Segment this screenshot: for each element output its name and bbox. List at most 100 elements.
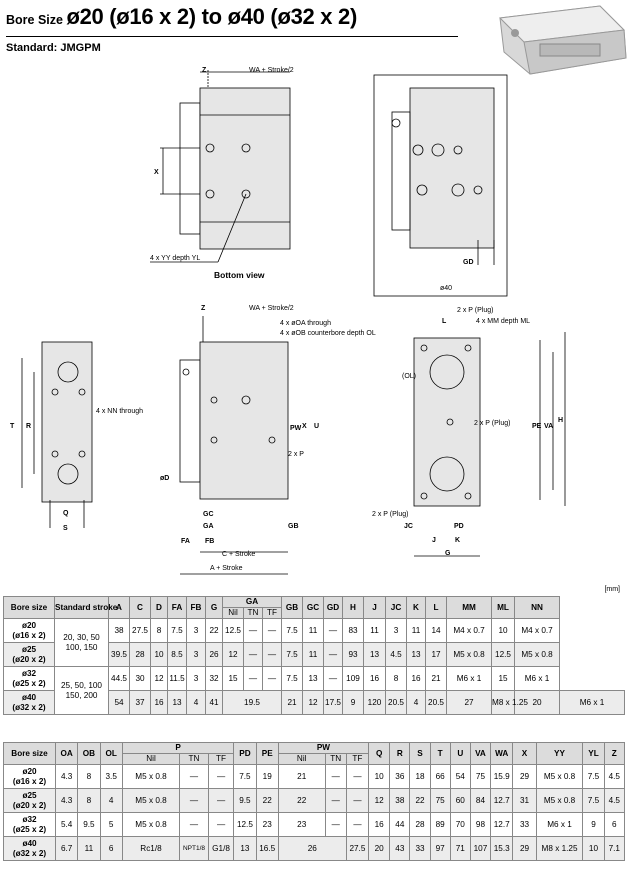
- table-cell: M8 x 1.25: [491, 690, 528, 715]
- dim-d: øD: [160, 475, 169, 482]
- column-subheader: TN: [179, 753, 209, 765]
- table-cell: 9: [582, 812, 605, 837]
- table-cell: —: [345, 788, 370, 813]
- standard-label: Standard: JMGPM: [6, 42, 101, 54]
- table-cell: 83: [342, 618, 365, 643]
- dim-c: C + Stroke: [222, 551, 255, 558]
- dim-r: R: [26, 423, 31, 430]
- table-cell: 30: [129, 666, 151, 691]
- table-cell: 4.3: [54, 788, 79, 813]
- table-cell: —: [324, 812, 347, 837]
- table-cell: 9.5: [77, 812, 101, 837]
- table-cell: 7.5: [233, 764, 257, 789]
- plug-callout-mid: 2 x P (Plug): [474, 420, 510, 427]
- bore-size-cell: ø32(ø25 x 2): [3, 666, 55, 691]
- table-cell: 6.7: [54, 836, 79, 861]
- table-cell: 5.4: [54, 812, 79, 837]
- table-cell: 7.5: [582, 764, 605, 789]
- table-cell: 26: [277, 836, 347, 861]
- column-header: L: [425, 596, 448, 619]
- table-cell: 8.5: [167, 642, 187, 667]
- table-cell: M8 x 1.25: [535, 836, 584, 861]
- table-cell: —: [207, 788, 235, 813]
- table-cell: 29: [512, 836, 537, 861]
- table-cell: 4.5: [603, 764, 626, 789]
- column-header: PW: [277, 742, 370, 754]
- table-cell: 21: [425, 666, 448, 691]
- column-header: PD: [233, 742, 257, 765]
- column-header: T: [429, 742, 451, 765]
- plug-callout-bottom: 2 x P (Plug): [372, 511, 408, 518]
- table-cell: 32: [205, 666, 223, 691]
- table-cell: 27.5: [129, 618, 151, 643]
- column-subheader: Nil: [222, 607, 244, 619]
- column-header: OL: [99, 742, 123, 765]
- table-cell: 27.5: [345, 836, 370, 861]
- table-cell: —: [323, 642, 344, 667]
- table-cell: —: [179, 812, 209, 837]
- table-cell: —: [179, 764, 209, 789]
- table-cell: 12.7: [490, 812, 514, 837]
- bore-size-sub: (ø32 x 2): [12, 848, 47, 858]
- table-cell: 21: [277, 764, 326, 789]
- dim-fb: FB: [205, 538, 214, 545]
- table-cell: 16: [368, 812, 391, 837]
- table-cell: —: [243, 642, 263, 667]
- column-subheader: TN: [243, 607, 263, 619]
- dim-x: X: [154, 169, 159, 176]
- table-cell: 10: [491, 618, 516, 643]
- column-subheader: Nil: [121, 753, 181, 765]
- top-view-drawing: [373, 74, 508, 297]
- standard-stroke-cell: 20, 30, 50 100, 150: [54, 618, 109, 667]
- bore-size: ø20: [22, 766, 37, 776]
- table-cell: —: [324, 788, 347, 813]
- table-cell: 75: [469, 764, 492, 789]
- table-cell: M6 x 1: [535, 812, 584, 837]
- table-cell: 16.5: [255, 836, 279, 861]
- column-header: WA: [490, 742, 514, 765]
- table-cell: 11: [406, 618, 427, 643]
- table-cell: 38: [108, 618, 130, 643]
- table-cell: 6: [99, 836, 123, 861]
- bottom-view-drawing: [150, 70, 291, 263]
- table-cell: —: [324, 764, 347, 789]
- column-header: P: [121, 742, 235, 754]
- standard-stroke-cell: 25, 50, 100 150, 200: [54, 666, 109, 715]
- table-cell: —: [207, 812, 235, 837]
- bore-size: ø25: [21, 644, 37, 654]
- bore-size-cell: ø25(ø20 x 2): [3, 788, 56, 813]
- table-cell: 54: [449, 764, 471, 789]
- column-header: FA: [167, 596, 187, 619]
- table-cell: 23: [255, 812, 279, 837]
- dim-t: T: [10, 423, 15, 430]
- dim-fa: FA: [181, 538, 190, 545]
- table-cell: 11: [363, 618, 387, 643]
- table-cell: 12: [302, 690, 325, 715]
- table-cell: 7.5: [281, 618, 304, 643]
- dim-gb: GB: [288, 523, 299, 530]
- table-cell: 12.5: [233, 812, 257, 837]
- dim-j: J: [432, 537, 436, 544]
- table-cell: 8: [385, 666, 408, 691]
- bottom-view-label: Bottom view: [214, 270, 265, 280]
- column-subheader: TF: [261, 607, 283, 619]
- table-cell: 13: [233, 836, 257, 861]
- bore-size: ø25: [22, 790, 37, 800]
- table-cell: 44: [389, 812, 411, 837]
- table-cell: 71: [449, 836, 471, 861]
- column-header: K: [406, 596, 427, 619]
- column-header: MM: [446, 596, 493, 619]
- table-cell: M6 x 1: [559, 690, 625, 715]
- column-subheader: TF: [345, 753, 370, 765]
- table-cell: 8: [77, 764, 101, 789]
- table-cell: 70: [449, 812, 471, 837]
